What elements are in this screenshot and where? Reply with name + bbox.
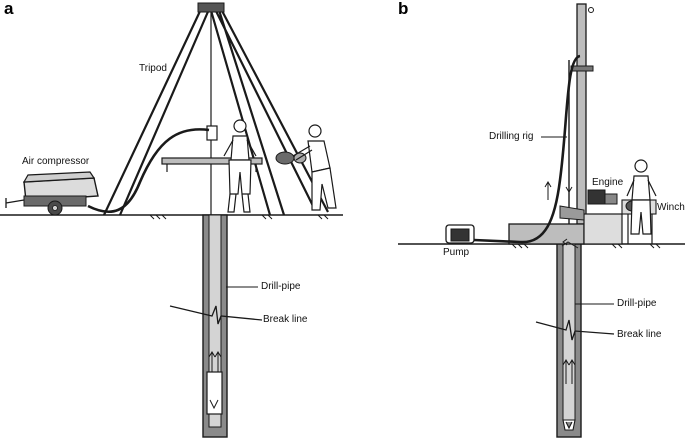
break-line-b (535, 319, 615, 341)
leader-lines (226, 136, 614, 305)
ground-hatching-b (511, 243, 661, 249)
drill-pipe-b (562, 243, 576, 421)
engine-unit (587, 189, 618, 205)
drilling-mast (576, 3, 587, 225)
return-flow-arrows (544, 176, 579, 249)
label-drilling-rig: Drilling rig (489, 131, 534, 142)
tripod-legs (103, 6, 329, 216)
break-line-a (169, 305, 263, 325)
mud-hose (473, 54, 581, 244)
label-break-line-a: Break line (263, 314, 308, 325)
worker-1-figure (223, 119, 257, 213)
panel-a-drawing (0, 2, 343, 438)
label-drill-pipe-a: Drill-pipe (261, 281, 301, 292)
worker-2-figure (292, 124, 337, 211)
label-drill-pipe-b: Drill-pipe (617, 298, 657, 309)
ground-hatching-a (149, 214, 329, 220)
working-platform (161, 157, 263, 165)
label-winch: Winch (657, 202, 685, 213)
pump-unit (445, 224, 475, 244)
tripod-head (197, 2, 225, 13)
label-tripod: Tripod (139, 63, 167, 74)
flow-arrows-b (562, 359, 576, 384)
label-pump: Pump (443, 247, 470, 258)
winch-drum-a (275, 151, 307, 165)
flow-arrows-a (208, 351, 222, 378)
air-hose (87, 128, 210, 214)
panel-a-letter: a (4, 0, 14, 18)
panel-b-drawing (398, 3, 685, 438)
label-break-line-b: Break line (617, 329, 662, 340)
label-engine: Engine (592, 177, 624, 188)
panel-b-letter: b (398, 0, 409, 18)
drill-bit-b (562, 419, 576, 431)
worker-b-figure (626, 159, 657, 235)
drill-bit-a (206, 371, 223, 415)
label-air-compressor: Air compressor (22, 156, 90, 167)
air-compressor (5, 171, 99, 216)
